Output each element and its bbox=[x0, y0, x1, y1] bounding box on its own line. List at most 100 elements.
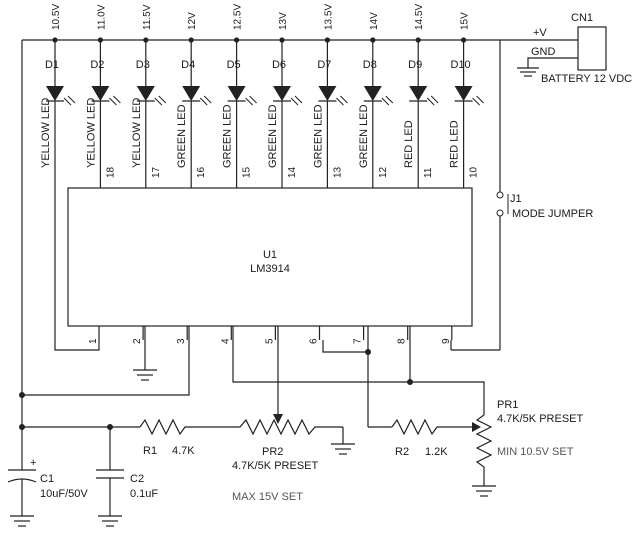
r2-ref: R2 bbox=[395, 446, 409, 458]
led-diode-icon bbox=[182, 86, 201, 101]
c2-ref: C2 bbox=[130, 473, 144, 485]
ic-top-pin-number: 16 bbox=[196, 166, 207, 178]
r1-value: 4.7K bbox=[172, 445, 195, 457]
led-light-arrows-icon bbox=[154, 95, 167, 106]
led-diode-icon bbox=[91, 86, 110, 101]
ic-bottom-pin-number: 1 bbox=[88, 338, 99, 344]
led-type-label: GREEN LED bbox=[222, 104, 234, 168]
pr2-ref: PR2 bbox=[262, 446, 283, 458]
pr2-note: MAX 15V SET bbox=[232, 491, 303, 503]
led-light-arrows-icon bbox=[63, 95, 76, 106]
ic-top-pin-number: 12 bbox=[378, 166, 389, 178]
ic-bottom-pin-number: 4 bbox=[220, 338, 231, 344]
led-light-arrows-icon bbox=[290, 95, 303, 106]
led-voltage-label: 10.5V bbox=[51, 4, 62, 30]
pin4-wire bbox=[232, 326, 485, 415]
junction-pin8 bbox=[407, 379, 413, 385]
led-diode-icon bbox=[318, 86, 337, 101]
pr1-wiper-arrow bbox=[472, 422, 481, 432]
jumper-ref: J1 bbox=[510, 193, 522, 205]
r1-ref: R1 bbox=[143, 445, 157, 457]
ic-bottom-pin-number: 5 bbox=[264, 338, 275, 344]
led-diode-icon bbox=[136, 86, 155, 101]
ic-top-pin-number: 11 bbox=[423, 167, 434, 178]
pin2-ground-symbol bbox=[133, 369, 157, 381]
c1-ground-symbol bbox=[10, 515, 34, 527]
r2-resistor bbox=[391, 418, 475, 436]
connector-ground-symbol bbox=[517, 67, 539, 77]
ic-body bbox=[67, 187, 473, 327]
jumper-label: MODE JUMPER bbox=[512, 208, 593, 220]
pin6-wire bbox=[322, 340, 368, 353]
led-ref-label: D7 bbox=[317, 59, 331, 71]
ic-bottom-pin-number: 6 bbox=[309, 338, 320, 344]
ic-bottom-pin-number: 9 bbox=[441, 338, 452, 344]
ic-bottom-pin-number: 3 bbox=[176, 338, 187, 344]
led-type-label: YELLOW LED bbox=[131, 98, 143, 168]
pr2-resistor bbox=[230, 418, 322, 436]
c1-polarity-mark: + bbox=[30, 457, 36, 469]
ic-top-pin-number: 13 bbox=[332, 166, 343, 178]
ic-top-pin-number: 14 bbox=[287, 166, 298, 178]
led-ref-label: D8 bbox=[363, 59, 377, 71]
pin1-return-wire bbox=[54, 176, 100, 351]
led-type-label: GREEN LED bbox=[176, 104, 188, 168]
led-ref-label: D4 bbox=[181, 59, 195, 71]
connector-plus-label: +V bbox=[533, 27, 547, 39]
ic-bottom-pin-number: 2 bbox=[132, 338, 143, 344]
c2-value: 0.1uF bbox=[130, 488, 158, 500]
pr2-value: 4.7K/5K PRESET bbox=[232, 460, 318, 472]
r1-resistor bbox=[139, 418, 230, 436]
led-light-arrows-icon bbox=[472, 95, 484, 106]
led-voltage-label: 13V bbox=[278, 12, 289, 30]
led-light-arrows-icon bbox=[109, 95, 121, 106]
c2-ground-symbol bbox=[98, 515, 122, 527]
led-voltage-label: 14V bbox=[369, 12, 380, 30]
led-diode-icon bbox=[409, 86, 428, 101]
c1-ref: C1 bbox=[40, 473, 54, 485]
ic-ref: U1 bbox=[263, 249, 277, 261]
led-type-label: GREEN LED bbox=[312, 104, 324, 168]
led-voltage-label: 14.5V bbox=[414, 4, 425, 30]
led-light-arrows-icon bbox=[245, 95, 257, 106]
r2-value: 1.2K bbox=[425, 446, 448, 458]
led-ref-label: D3 bbox=[136, 59, 150, 71]
connector-gnd-label: GND bbox=[531, 46, 556, 58]
pr2-wiper-arrow bbox=[273, 414, 283, 424]
led-ref-label: D9 bbox=[408, 59, 422, 71]
led-diode-icon bbox=[454, 86, 473, 101]
connector-battery-label: BATTERY 12 VDC bbox=[541, 73, 632, 85]
jumper-pin-bottom bbox=[496, 209, 504, 217]
pin3-supply-wire bbox=[22, 326, 190, 396]
jumper-pin-top bbox=[496, 191, 504, 199]
pr1-ref: PR1 bbox=[497, 399, 518, 411]
led-diode-icon bbox=[46, 86, 64, 101]
led-voltage-label: 11.0V bbox=[96, 4, 107, 30]
led-ref-label: D2 bbox=[90, 59, 104, 71]
led-ref-label: D6 bbox=[272, 59, 286, 71]
led-light-arrows-icon bbox=[426, 95, 439, 106]
led-voltage-label: 13.5V bbox=[323, 4, 334, 30]
led-diode-icon bbox=[273, 86, 291, 101]
led-type-label: GREEN LED bbox=[358, 104, 370, 168]
led-diode-icon bbox=[227, 86, 246, 101]
connector-body bbox=[577, 26, 607, 71]
led-diode-icon bbox=[363, 86, 382, 101]
led-voltage-label: 15V bbox=[460, 12, 471, 30]
pr1-note: MIN 10.5V SET bbox=[497, 446, 574, 458]
ic-top-pin-number: 17 bbox=[151, 166, 162, 178]
led-type-label: GREEN LED bbox=[267, 104, 279, 168]
led-light-arrows-icon bbox=[381, 95, 394, 106]
pr1-ground-symbol bbox=[472, 485, 496, 497]
